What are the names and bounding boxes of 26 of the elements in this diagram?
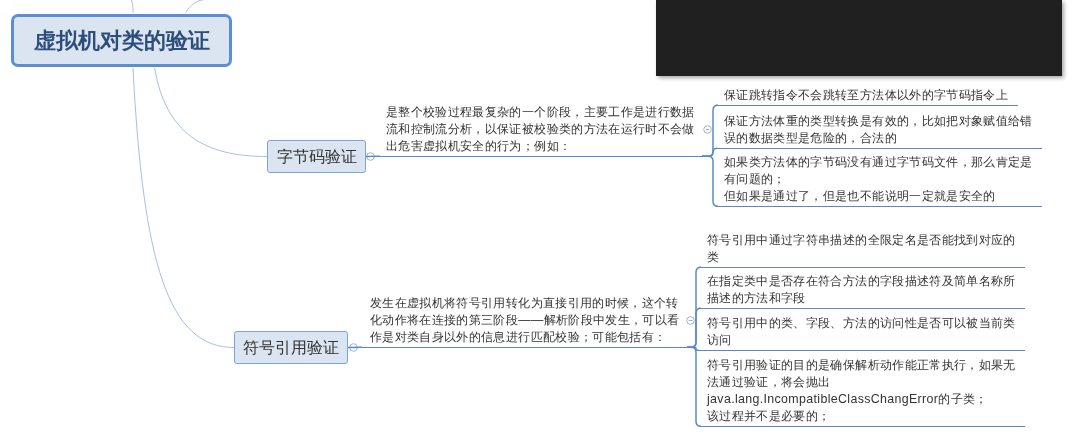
subtopic-text: 符号引用中通过字符串描述的全限定名是否能找到对应的类 (707, 232, 1017, 266)
central-topic-label: 虚拟机对类的验证 (33, 29, 210, 52)
underlined-subtopic (716, 86, 1018, 106)
topic-label: 字节码验证 (276, 148, 357, 165)
subtopic-text: 保证方法体重的类型转换是有效的，比如把对象赋值给错误的数据类型是危险的，合法的 (724, 113, 1034, 147)
subtopic-text: 如果类方法体的字节码没有通过字节码文件，那么肯定是有问题的； (724, 154, 1034, 188)
central-topic-box (11, 14, 232, 67)
connector-line (131, 0, 134, 13)
subtopic-text: 但如果是通过了，但是也不能说明一定就是安全的 (724, 188, 997, 205)
underlined-subtopic (699, 356, 1025, 427)
connector-line (686, 346, 702, 427)
topic-label: 符号引用验证 (243, 339, 339, 356)
subtopic-text: 符号引用验证的目的是确保解析动作能正常执行，如果无法通过验证，将会抛出java.lang.IncompatibleClassChangError的子类； (707, 357, 1017, 408)
subtopic-text: 保证跳转指令不会跳转至方法体以外的字节码指令上 (724, 87, 1010, 104)
connector-line (154, 67, 268, 157)
subtopic-text: 发生在虚拟机将符号引用转化为直接引用的时候，这个转化动作将在连接的第三阶段——解析阶段中发生，可以看作是对类自身以外的信息进行匹配校验；可能包括有： (370, 295, 681, 346)
topic-box (234, 331, 348, 364)
subtopic-text: 在指定类中是否存在符合方法的字段描述符及简单名称所描述的方法和字段 (707, 273, 1017, 307)
subtopic-text: 该过程并不是必要的； (707, 408, 832, 425)
subtopic-text: 是整个校验过程最复杂的一个阶段，主要工作是进行数据流和控制流分析，以保证被校验类的方法在运行时不会做出危害虚拟机安全的行为；例如： (386, 104, 696, 155)
connector-line (701, 155, 719, 207)
underlined-subtopic (716, 153, 1042, 207)
connector-line (132, 67, 235, 348)
subtopic-text: 符号引用中的类、字段、方法的访问性是否可以被当前类访问 (707, 315, 1017, 349)
topic-box (267, 140, 366, 173)
connector-line (185, 0, 204, 13)
